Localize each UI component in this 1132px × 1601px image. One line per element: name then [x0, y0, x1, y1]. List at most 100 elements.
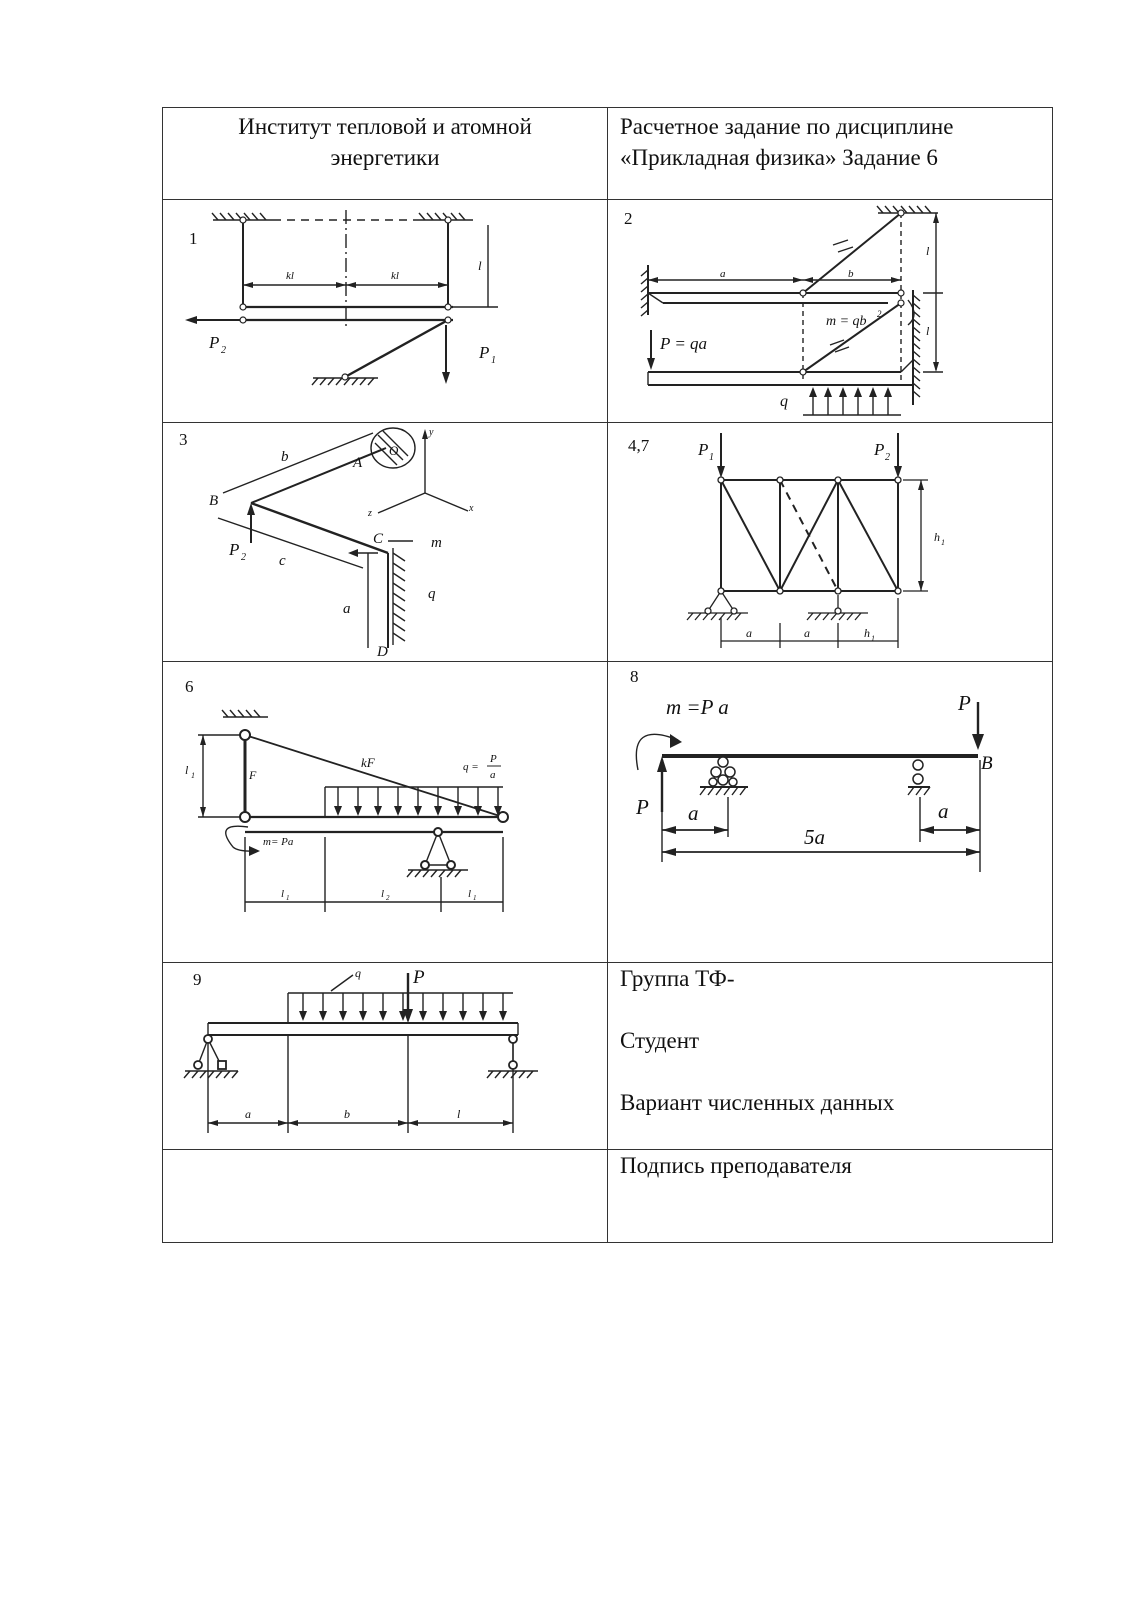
- schemes-row-1: 1 kl kl l P 2 P 1: [162, 199, 1053, 423]
- empty-cell: [162, 1149, 608, 1243]
- scheme-8-cell: 8 m =P a P B P a a 5a: [607, 661, 1053, 963]
- scheme-6-q-label: q =: [463, 761, 479, 773]
- scheme-2-number: 2: [624, 209, 633, 228]
- schemes-row-4: 9 q P a b l Группа ТФ- Студент Вариант ч…: [162, 962, 1053, 1150]
- scheme-9-q-label: q: [355, 966, 361, 980]
- scheme-4-h-label: h: [934, 530, 940, 544]
- task-sheet: Институт тепловой и атомной энергетики Р…: [162, 107, 1053, 1243]
- variant-field: Вариант численных данных: [620, 1090, 895, 1115]
- scheme-3-q-label: q: [428, 586, 436, 602]
- scheme-9-a-label: a: [245, 1107, 251, 1121]
- scheme-9-b-label: b: [344, 1107, 350, 1121]
- scheme-4-p2-label: P: [873, 440, 884, 459]
- scheme-4-h-subscript: 1: [941, 538, 945, 547]
- scheme-3-m-label: m: [431, 535, 442, 551]
- scheme-6-cell: 6 l 1 F kF q = P a m= Pa l 1 l 2 l 1: [162, 661, 608, 963]
- scheme-1-kl-right: kl: [391, 270, 399, 282]
- scheme-8-point-b: B: [981, 753, 993, 774]
- scheme-4-h1-subscript: 1: [871, 634, 875, 643]
- scheme-9-cell: 9 q P a b l: [162, 962, 608, 1150]
- scheme-6-f-label: F: [248, 768, 257, 782]
- scheme-6-moment-label: m= Pa: [263, 836, 294, 848]
- scheme-9-diagram: 9 q P a b l: [183, 966, 538, 1133]
- institute-line-2: энергетики: [330, 145, 440, 170]
- scheme-3-diagram: 3 b A O y x z B C m P 2 c a q D: [179, 427, 474, 659]
- task-title-line-2: «Прикладная физика» Задание 6: [620, 145, 938, 170]
- schemes-row-3: 6 l 1 F kF q = P a m= Pa l 1 l 2 l 1: [162, 661, 1053, 963]
- scheme-4-number: 4,7: [628, 436, 650, 455]
- task-title-line-1: Расчетное задание по дисциплине: [620, 114, 954, 139]
- scheme-6-kf-label: kF: [361, 755, 376, 770]
- scheme-2-diagram: 2 a b l l m = qb 2 P = qa q: [624, 205, 943, 416]
- scheme-9-p-label: P: [412, 967, 425, 988]
- scheme-2-moment-label: m = qb: [826, 314, 867, 329]
- scheme-3-point-b: B: [209, 493, 218, 509]
- student-info-cell: Группа ТФ- Студент Вариант численных дан…: [607, 962, 1053, 1150]
- scheme-8-a-right-label: a: [938, 799, 949, 823]
- scheme-6-dim-1-subscript: 1: [286, 894, 290, 902]
- scheme-6-l1-subscript: 1: [191, 771, 195, 780]
- scheme-6-diagram: 6 l 1 F kF q = P a m= Pa l 1 l 2 l 1: [185, 677, 509, 912]
- schemes-row-2: 3 b A O y x z B C m P 2 c a q D: [162, 422, 1053, 662]
- scheme-2-p-label: P = qa: [659, 334, 707, 353]
- scheme-4-diagram: 4,7 P 1 P 2 h 1 a a h 1: [628, 433, 945, 648]
- scheme-1-p1-subscript: 1: [491, 355, 496, 366]
- scheme-2-a-label: a: [720, 268, 726, 280]
- scheme-3-axis-z: z: [367, 508, 372, 519]
- scheme-8-number: 8: [630, 667, 639, 686]
- scheme-4-h1-label: h: [864, 626, 870, 640]
- scheme-9-number: 9: [193, 970, 202, 989]
- task-title-cell: Расчетное задание по дисциплине «Приклад…: [607, 107, 1053, 200]
- scheme-3-axis-y: y: [428, 427, 434, 438]
- signature-cell: Подпись преподавателя: [607, 1149, 1053, 1243]
- scheme-4-a1-label: a: [746, 626, 752, 640]
- scheme-6-dim-2: l: [381, 888, 384, 900]
- scheme-6-dim-1: l: [281, 888, 284, 900]
- scheme-4-p1-label: P: [697, 440, 708, 459]
- scheme-1-diagram: 1 kl kl l P 2 P 1: [185, 210, 498, 386]
- scheme-2-l-bottom: l: [926, 324, 930, 338]
- scheme-6-dim-3: l: [468, 888, 471, 900]
- scheme-4-p1-subscript: 1: [709, 452, 714, 463]
- scheme-2-cell: 2 a b l l m = qb 2 P = qa q: [607, 199, 1053, 423]
- scheme-1-p2-label: P: [208, 333, 219, 352]
- scheme-2-moment-sup: 2: [877, 309, 882, 319]
- scheme-8-diagram: 8 m =P a P B P a a 5a: [630, 667, 993, 872]
- scheme-3-point-o: O: [389, 443, 399, 458]
- scheme-8-moment-label: m =P a: [666, 695, 729, 719]
- scheme-3-axis-x: x: [468, 503, 474, 514]
- scheme-1-l-label: l: [478, 258, 482, 273]
- scheme-8-a-left-label: a: [688, 801, 699, 825]
- scheme-1-number: 1: [189, 229, 198, 248]
- header-row: Институт тепловой и атомной энергетики Р…: [162, 107, 1053, 200]
- scheme-3-point-a: A: [352, 455, 363, 471]
- institute-cell: Институт тепловой и атомной энергетики: [162, 107, 608, 200]
- scheme-4-a2-label: a: [804, 626, 810, 640]
- scheme-3-point-d: D: [376, 644, 388, 659]
- institute-line-1: Институт тепловой и атомной: [238, 114, 532, 139]
- scheme-3-c-label: c: [279, 553, 286, 569]
- scheme-1-cell: 1 kl kl l P 2 P 1: [162, 199, 608, 423]
- scheme-2-l-top: l: [926, 244, 930, 258]
- signature-row: Подпись преподавателя: [162, 1149, 1053, 1243]
- scheme-1-p1-label: P: [478, 343, 489, 362]
- student-field: Студент: [620, 1028, 700, 1053]
- scheme-3-p2-subscript: 2: [241, 552, 246, 563]
- scheme-6-dim-3-subscript: 1: [473, 894, 477, 902]
- scheme-2-q-label: q: [780, 393, 788, 410]
- scheme-3-p2-label: P: [228, 540, 239, 559]
- scheme-4-p2-subscript: 2: [885, 452, 890, 463]
- scheme-3-a-label: a: [343, 601, 351, 617]
- scheme-4-cell: 4,7 P 1 P 2 h 1 a a h 1: [607, 422, 1053, 662]
- scheme-9-l-label: l: [457, 1107, 461, 1121]
- task-table: Институт тепловой и атомной энергетики Р…: [162, 107, 1053, 1243]
- scheme-1-kl-left: kl: [286, 270, 294, 282]
- scheme-6-number: 6: [185, 677, 194, 696]
- scheme-6-q-denominator: a: [490, 769, 496, 781]
- group-field: Группа ТФ-: [620, 966, 735, 991]
- scheme-8-span-label: 5a: [804, 825, 825, 849]
- scheme-3-point-c: C: [373, 531, 384, 547]
- scheme-3-b-label: b: [281, 449, 289, 465]
- scheme-6-dim-2-subscript: 2: [386, 894, 390, 902]
- scheme-6-l1-label: l: [185, 763, 189, 777]
